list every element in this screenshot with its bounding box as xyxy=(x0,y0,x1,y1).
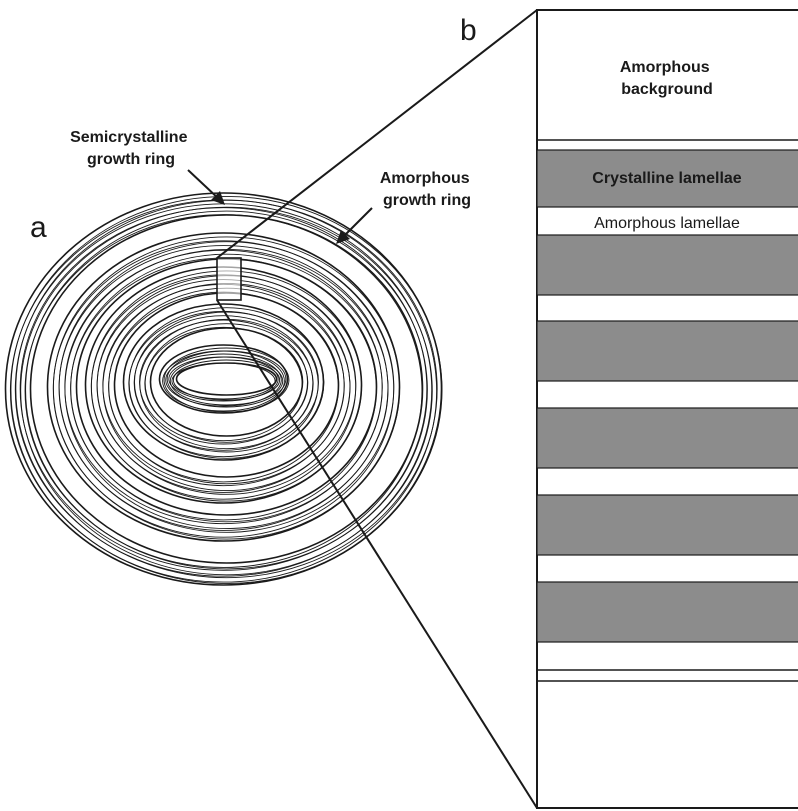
ring-striation xyxy=(133,315,314,451)
ring-striation xyxy=(169,356,284,406)
crystalline-lamella xyxy=(536,149,798,208)
ring-striation xyxy=(128,310,319,458)
ring-striation xyxy=(84,266,363,504)
semicrystalline-ring-arrowhead xyxy=(211,191,225,205)
amorphous-growth-ring-label: Amorphous growth ring xyxy=(380,170,474,209)
amorphous-ring-arrowhead xyxy=(336,230,350,244)
semicrystalline-growth-ring-label: Semicrystalline growth ring xyxy=(70,129,192,168)
ring-striation xyxy=(20,206,433,576)
ring-striation xyxy=(175,362,278,396)
amorphous-lamellae-label: Amorphous lamellae xyxy=(594,215,740,232)
zoom-projection-line-top xyxy=(216,9,538,259)
fourth-growth-ring xyxy=(122,303,325,461)
ring-striation xyxy=(15,199,438,579)
amorphous-background-line-1: Amorphous xyxy=(620,59,710,76)
crystalline-lamella xyxy=(536,581,798,643)
ring-striation xyxy=(10,195,443,585)
zoom-selection-box xyxy=(216,257,242,301)
ring-striation xyxy=(108,287,345,485)
semicrystalline-ring-arrow xyxy=(187,169,221,201)
crystalline-lamella xyxy=(536,234,798,296)
crystalline-lamella xyxy=(536,320,798,382)
crystalline-lamellae-label: Crystalline lamellae xyxy=(592,170,742,187)
amorphous-ring-label-line-1: Amorphous xyxy=(380,170,470,187)
ring-striation xyxy=(166,350,287,408)
ring-striation xyxy=(4,192,443,586)
semicrystalline-label-line-1: Semicrystalline xyxy=(70,129,188,146)
panel-label-a: a xyxy=(30,211,47,244)
amorphous-ring-label-line-2: growth ring xyxy=(383,192,471,209)
ring-striation xyxy=(149,327,304,437)
amorphous-ring-arrow xyxy=(341,207,373,239)
ring-striation xyxy=(19,207,428,571)
outer-growth-ring xyxy=(4,192,443,586)
spherulite-growth-rings xyxy=(4,192,443,586)
ring-striation xyxy=(165,353,282,407)
ring-striation xyxy=(172,359,281,401)
panel-label-b: b xyxy=(460,14,477,47)
ring-striation xyxy=(9,199,438,583)
ring-striation xyxy=(25,210,428,570)
semicrystalline-label-line-2: growth ring xyxy=(87,151,175,168)
ring-striation xyxy=(96,275,357,495)
ring-striation xyxy=(29,214,424,564)
ring-striation xyxy=(168,356,279,402)
third-growth-ring xyxy=(84,266,363,504)
crystalline-lamellae-stack xyxy=(536,149,798,643)
crystalline-lamella xyxy=(536,494,798,556)
amorphous-background-line-2: background xyxy=(621,81,713,98)
core-growth-ring xyxy=(158,344,290,414)
ring-striation xyxy=(158,344,289,414)
ring-striation xyxy=(163,347,290,413)
ring-striation xyxy=(108,291,339,483)
amorphous-background-label: Amorphous background xyxy=(620,59,714,98)
zoom-projection-line-bottom xyxy=(216,299,538,809)
crystalline-lamella xyxy=(536,407,798,469)
